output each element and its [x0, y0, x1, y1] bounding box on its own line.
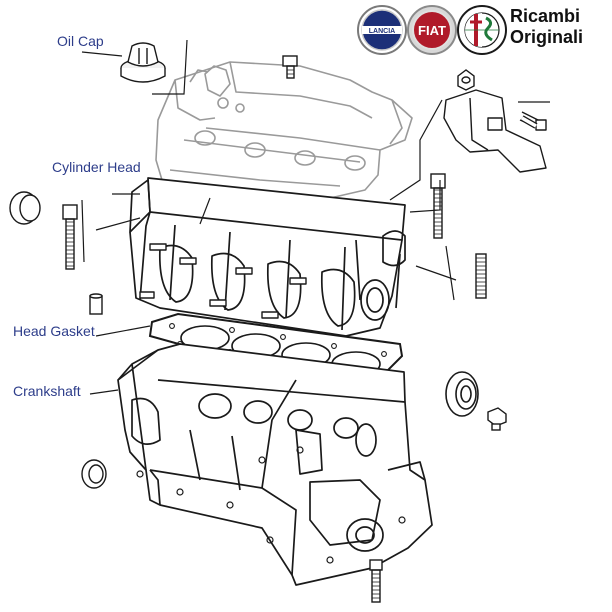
head-bolt-left [62, 204, 78, 270]
top-bolt [282, 55, 298, 79]
leader-lines [81, 39, 550, 395]
cam-plug [9, 191, 41, 225]
oil-plug [487, 407, 507, 431]
crankshaft-oil-seal [445, 371, 479, 417]
side-seal [81, 459, 107, 489]
lancia-logo: LANCIA [357, 5, 407, 55]
engine-block [117, 343, 433, 586]
fiat-logo: FIAT [407, 5, 457, 55]
fiat-logo-text: FIAT [418, 23, 446, 38]
crankshaft-label: Crankshaft [13, 383, 81, 399]
bottom-bolt [369, 559, 383, 603]
bracket-nut [457, 69, 475, 91]
right-bolt [520, 115, 538, 129]
lancia-logo-text: LANCIA [369, 28, 395, 35]
head-gasket-label: Head Gasket [13, 323, 95, 339]
oil-cap-label: Oil Cap [57, 33, 104, 49]
ricambi-originali-brand: Ricambi Originali [510, 6, 583, 48]
cylinder-head [129, 177, 406, 337]
brand-line-2: Originali [510, 27, 584, 47]
alfa-romeo-logo [457, 5, 507, 55]
dowel-pin [89, 293, 103, 315]
head-bolt-right [430, 173, 446, 239]
brand-line-1: Ricambi [510, 6, 581, 26]
oil-cap [120, 42, 166, 83]
engine-mount-bracket [443, 89, 547, 173]
cylinder-head-label: Cylinder Head [52, 159, 141, 175]
stud [475, 253, 487, 299]
